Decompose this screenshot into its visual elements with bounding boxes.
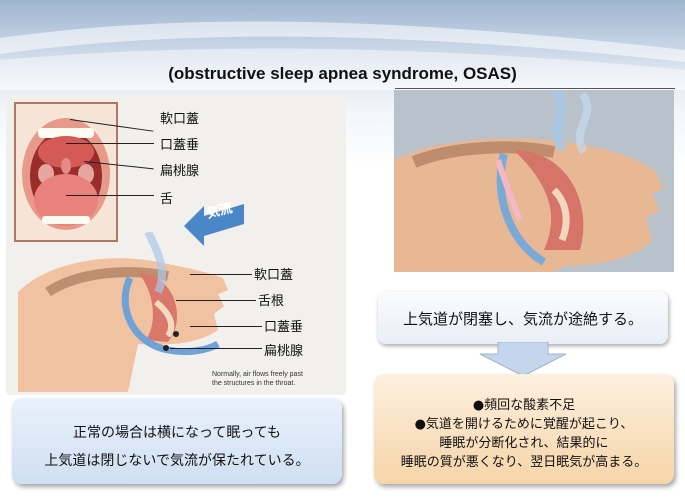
obstruction-caption-text: 上気道が閉塞し、気流が途絶する。 (403, 308, 643, 329)
normal-small-caption-line1: Normally, air flows freely past (212, 370, 303, 379)
leader-side-uvula (190, 326, 262, 327)
page-title: (obstructive sleep apnea syndrome, OSAS) (0, 64, 685, 84)
leader-tongue (66, 195, 154, 196)
osas-text-line3: 睡眠が分断化され、結果的に (374, 432, 674, 451)
leader-uvula (66, 143, 154, 144)
normal-small-caption-line2: the structures in the throat. (212, 379, 303, 388)
obstruction-caption: 上気道が閉塞し、気流が途絶する。 (378, 292, 668, 344)
osas-text-line2: ●気道を開けるために覚醒が起こり、 (374, 413, 674, 432)
osas-text-line1: ●頻回な酸素不足 (374, 394, 674, 413)
normal-explanation-box: 正常の場合は横になって眠っても 上気道は閉じないで気流が保たれている。 (12, 398, 342, 484)
label-soft-palate: 軟口蓋 (160, 108, 199, 127)
label-side-tongue-root: 舌根 (258, 290, 284, 309)
label-side-tonsil: 扁桃腺 (264, 340, 303, 359)
label-tongue: 舌 (160, 188, 173, 207)
normal-text-line2: 上気道は閉じないで気流が保たれている。 (12, 450, 342, 470)
label-uvula: 口蓋垂 (160, 134, 199, 153)
normal-small-caption: Normally, air flows freely past the stru… (212, 370, 303, 388)
obstructed-airway-illustration (394, 90, 674, 272)
osas-effects-box: ●頻回な酸素不足 ●気道を開けるために覚醒が起こり、 睡眠が分断化され、結果的に… (374, 374, 674, 484)
label-side-soft-palate: 軟口蓋 (254, 264, 293, 283)
label-side-uvula: 口蓋垂 (264, 316, 303, 335)
normal-side-profile-illustration (18, 232, 278, 392)
leader-side-tongue-root (176, 300, 256, 301)
osas-text-line4: 睡眠の質が悪くなり、翌日眠気が高まる。 (374, 451, 674, 470)
leader-side-tonsil (170, 348, 262, 349)
label-tonsil: 扁桃腺 (160, 160, 199, 179)
leader-side-soft-palate (190, 274, 252, 275)
title-underline (395, 88, 675, 89)
down-arrow-icon (478, 342, 568, 376)
normal-text-line1: 正常の場合は横になって眠っても (12, 422, 342, 442)
